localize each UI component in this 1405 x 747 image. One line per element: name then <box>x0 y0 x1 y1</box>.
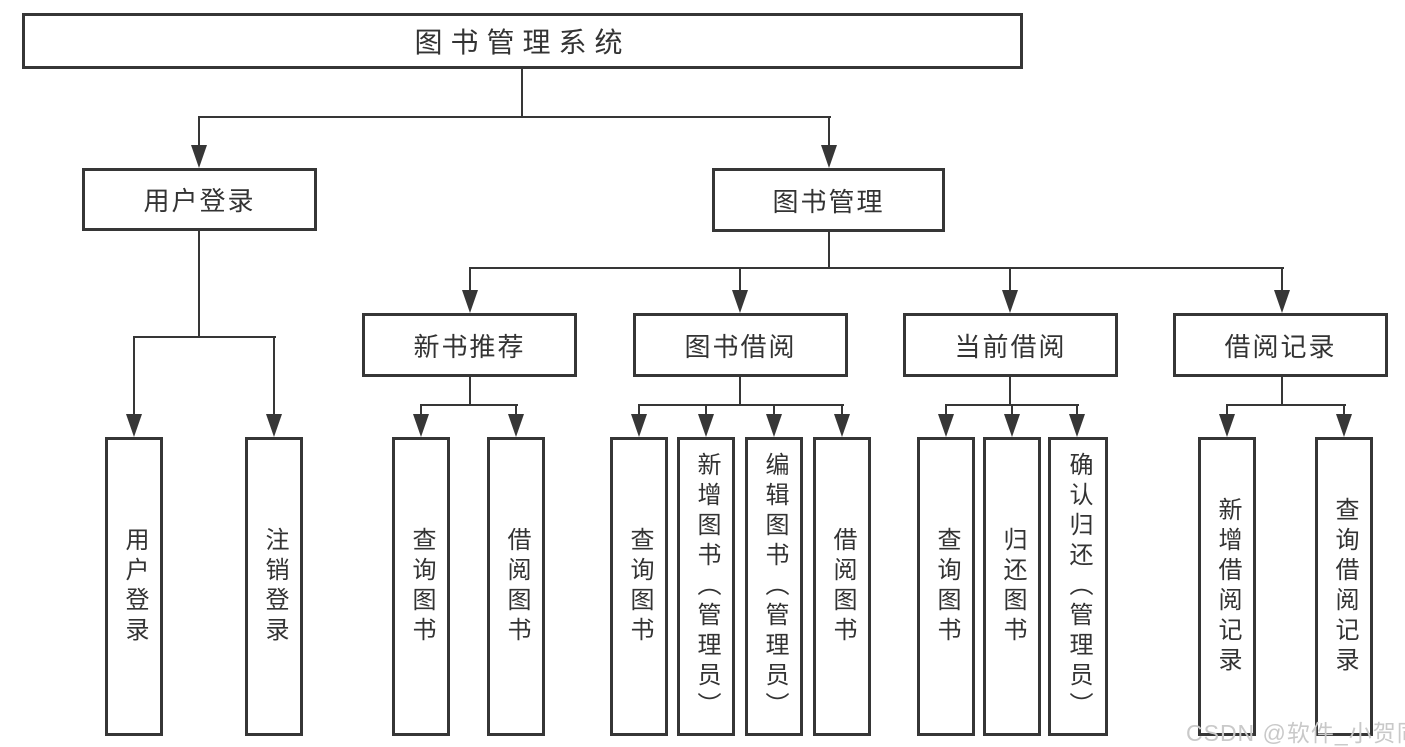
node-label: 图书管理系统 <box>414 27 631 58</box>
arrow-down-icon <box>732 290 748 313</box>
node-borrow-books-borrowing: 借阅图书 <box>813 437 871 736</box>
node-new-book-recommendation: 新书推荐 <box>362 313 577 377</box>
arrow-down-icon <box>1219 414 1235 437</box>
node-label: 查询图书 <box>933 526 960 647</box>
node-query-books-recommend: 查询图书 <box>392 437 450 736</box>
connector-line <box>704 404 708 416</box>
connector-line <box>1225 404 1229 416</box>
node-label: 借阅图书 <box>829 526 856 647</box>
node-current-borrowing: 当前借阅 <box>903 313 1118 377</box>
arrow-down-icon <box>126 414 142 437</box>
connector-line <box>1010 404 1014 416</box>
connector-line <box>944 404 948 416</box>
arrow-down-icon <box>821 145 837 168</box>
connector-line <box>514 404 518 416</box>
node-query-books-current: 查询图书 <box>917 437 975 736</box>
connector-line <box>197 231 201 337</box>
arrow-down-icon <box>1002 290 1018 313</box>
node-label: 确认归还（管理员） <box>1065 451 1092 722</box>
node-label: 新增借阅记录 <box>1214 496 1241 677</box>
node-book-management: 图书管理 <box>712 168 945 232</box>
node-add-books-admin: 新增图书（管理员） <box>677 437 735 736</box>
node-user-login: 用户登录 <box>82 168 317 231</box>
node-borrowing-records: 借阅记录 <box>1173 313 1388 377</box>
connector-line <box>827 116 831 148</box>
connector-line <box>772 404 776 416</box>
connector-line <box>738 267 742 292</box>
node-label: 借阅图书 <box>503 526 530 647</box>
connector-line <box>1008 267 1012 292</box>
node-logout: 注销登录 <box>245 437 303 736</box>
node-user-login-action: 用户登录 <box>105 437 163 736</box>
connector-line <box>738 376 742 406</box>
node-add-borrow-record: 新增借阅记录 <box>1198 437 1256 736</box>
arrow-down-icon <box>698 414 714 437</box>
connector-line <box>197 116 201 148</box>
connector-line <box>468 266 1284 269</box>
node-label: 图书借阅 <box>684 331 797 362</box>
watermark: CSDN @软件_小贺同学 <box>1186 720 1405 746</box>
node-library-management-system: 图书管理系统 <box>22 13 1023 69</box>
connector-line <box>1225 403 1346 406</box>
arrow-down-icon <box>508 414 524 437</box>
arrow-down-icon <box>1004 414 1020 437</box>
node-label: 归还图书 <box>999 526 1026 647</box>
connector-line <box>468 376 472 406</box>
connector-line <box>1280 267 1284 292</box>
node-edit-books-admin: 编辑图书（管理员） <box>745 437 803 736</box>
connector-line <box>840 404 844 416</box>
arrow-down-icon <box>1069 414 1085 437</box>
connector-line <box>1008 376 1012 406</box>
arrow-down-icon <box>938 414 954 437</box>
node-confirm-return-admin: 确认归还（管理员） <box>1048 437 1108 736</box>
arrow-down-icon <box>266 414 282 437</box>
connector-line <box>132 336 136 416</box>
node-query-books-borrowing: 查询图书 <box>610 437 668 736</box>
connector-line <box>197 115 831 118</box>
arrow-down-icon <box>413 414 429 437</box>
connector-line <box>272 336 276 416</box>
node-label: 用户登录 <box>143 186 256 216</box>
node-label: 当前借阅 <box>954 331 1067 362</box>
arrow-down-icon <box>462 290 478 313</box>
arrow-down-icon <box>1336 414 1352 437</box>
connector-line <box>637 403 844 406</box>
arrow-down-icon <box>766 414 782 437</box>
node-label: 查询借阅记录 <box>1331 496 1358 677</box>
node-return-books: 归还图书 <box>983 437 1041 736</box>
node-label: 查询图书 <box>408 526 435 647</box>
node-book-borrowing: 图书借阅 <box>633 313 848 377</box>
arrow-down-icon <box>631 414 647 437</box>
node-label: 查询图书 <box>626 526 653 647</box>
arrow-down-icon <box>191 145 207 168</box>
node-label: 新增图书（管理员） <box>693 451 720 722</box>
connector-line <box>419 403 518 406</box>
connector-line <box>1280 376 1284 406</box>
arrow-down-icon <box>1274 290 1290 313</box>
connector-line <box>520 68 524 118</box>
node-borrow-books-recommend: 借阅图书 <box>487 437 545 736</box>
connector-line <box>637 404 641 416</box>
connector-line <box>1075 404 1079 416</box>
connector-line <box>132 335 276 338</box>
node-query-borrow-record: 查询借阅记录 <box>1315 437 1373 736</box>
node-label: 编辑图书（管理员） <box>761 451 788 722</box>
node-label: 注销登录 <box>261 526 288 647</box>
node-label: 图书管理 <box>772 186 885 217</box>
connector-line <box>419 404 423 416</box>
connector-line <box>468 267 472 292</box>
arrow-down-icon <box>834 414 850 437</box>
node-label: 新书推荐 <box>413 331 526 362</box>
connector-line <box>1342 404 1346 416</box>
node-label: 借阅记录 <box>1224 331 1337 362</box>
connector-line <box>827 231 831 269</box>
node-label: 用户登录 <box>121 526 148 647</box>
